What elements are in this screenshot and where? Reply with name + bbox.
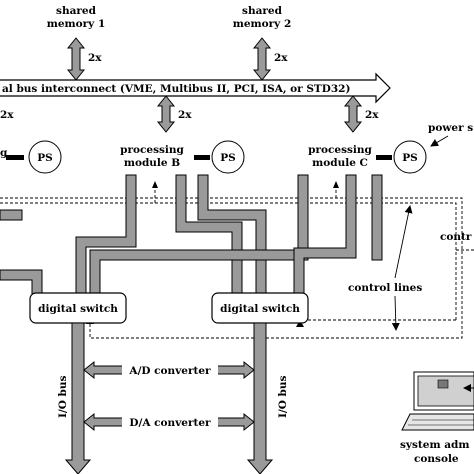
console-label-line1: system adm [400, 439, 469, 451]
partial-module-glyph: g [0, 147, 8, 159]
dac-label-bg [122, 414, 218, 429]
system-bus-left-mult-label: 2x [0, 109, 14, 121]
control-lines-label: control lines [348, 282, 422, 294]
io-bus-left [64, 322, 92, 474]
adc-label-bg [122, 362, 218, 377]
adc-label: A/D converter [128, 365, 211, 377]
memory-2-connector [252, 37, 272, 81]
memory-1-label-line2: memory 1 [47, 18, 106, 30]
control-lines-pointer-up [394, 205, 413, 279]
memory-2-label-line2: memory 2 [233, 18, 292, 30]
module-switch-bus-paths [0, 174, 357, 298]
module-c-label-line1: processing [308, 144, 372, 156]
partial-module-ps-link [6, 155, 24, 160]
power-supply-b-label: PS [220, 152, 235, 164]
dac-label: D/A converter [129, 417, 211, 429]
control-lines-pointer-down [391, 295, 400, 331]
power-supply-b [211, 140, 245, 174]
power-supply-pointer [430, 135, 449, 147]
module-c-bus-connector [343, 95, 363, 133]
module-c-extension-bus [371, 174, 383, 261]
system-bus-label: al bus interconnect (VME, Multibus II, P… [2, 83, 350, 95]
system-bus-arrow [0, 72, 391, 104]
module-c-control-tick [333, 181, 339, 188]
module-b-control-tick [152, 181, 158, 188]
module-b-ps-link [194, 155, 210, 160]
console-label-line2: console [414, 453, 459, 465]
module-c-ps-link [376, 155, 392, 160]
module-b-label-line1: processing [120, 144, 184, 156]
digital-switch-right-label: digital switch [220, 303, 300, 315]
memory-2-mult-label: 2x [274, 52, 288, 64]
module-c-mult-label: 2x [365, 109, 379, 121]
control-unit-partial-label: contr [440, 231, 472, 243]
module-b-mult-label: 2x [178, 109, 192, 121]
power-supply-a [28, 140, 62, 174]
module-c-label-line2: module C [312, 157, 368, 169]
memory-1-mult-label: 2x [88, 52, 102, 64]
memory-1-connector [66, 37, 86, 81]
power-supply-c [393, 140, 427, 174]
io-bus-left-label: I/O bus [57, 375, 69, 418]
memory-1-label-line1: shared [56, 5, 97, 17]
power-supply-c-label: PS [402, 152, 417, 164]
digital-switch-left-label: digital switch [38, 303, 118, 315]
console-icon [401, 371, 474, 431]
memory-2-label-line1: shared [242, 5, 283, 17]
power-supply-label: power s [428, 122, 473, 134]
power-supply-a-label: PS [37, 152, 52, 164]
io-bus-right-label: I/O bus [277, 375, 289, 418]
module-b-label-line2: module B [124, 157, 180, 169]
io-bus-right [246, 322, 274, 474]
module-b-bus-connector [156, 95, 176, 133]
